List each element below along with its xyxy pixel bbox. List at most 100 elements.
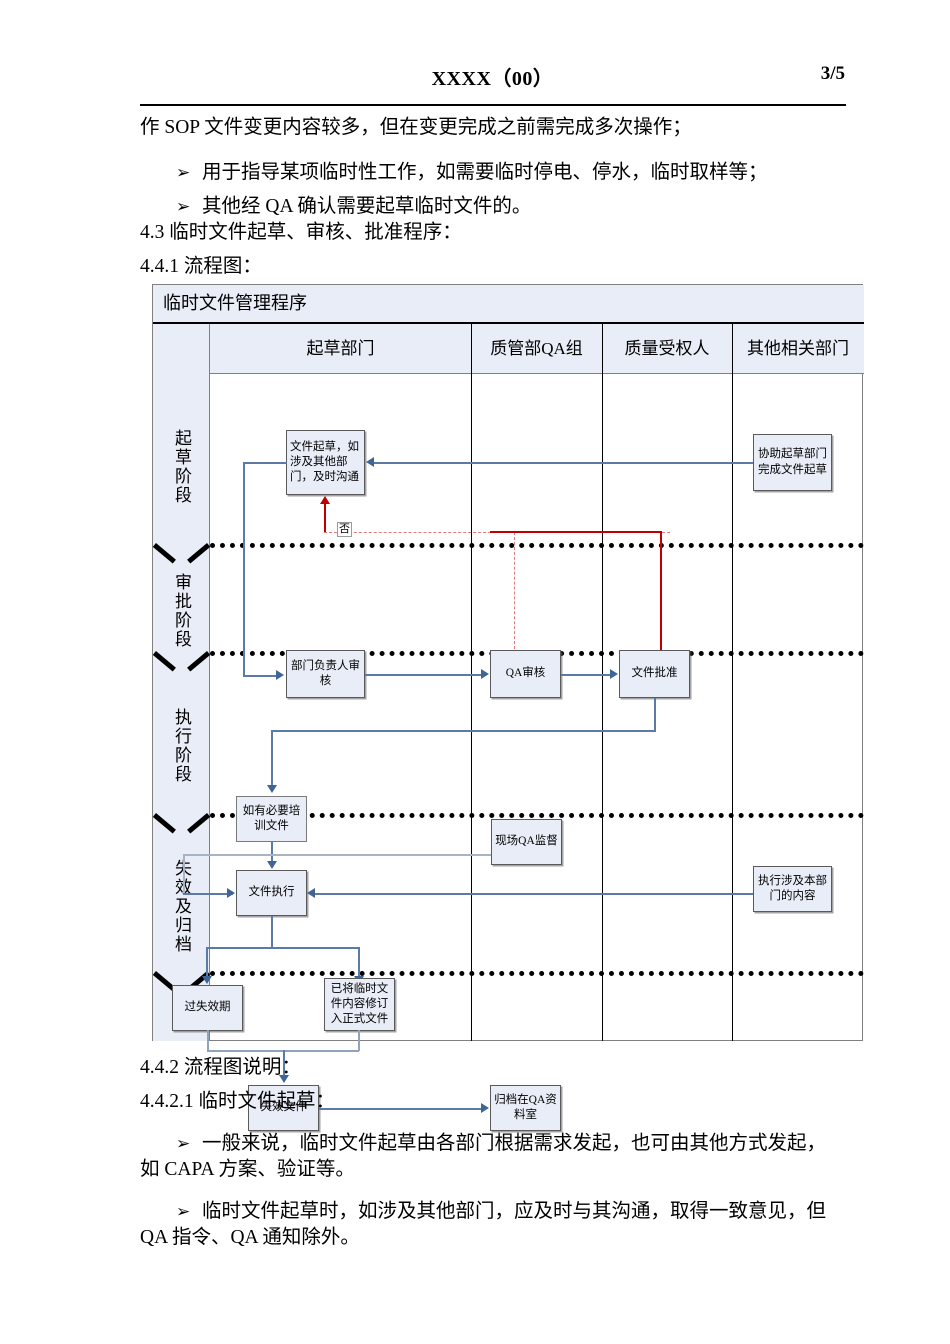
paragraph-continued: 作 SOP 文件变更内容较多，但在变更完成之前需完成多次操作； [140,117,692,138]
connector-merge-down [283,1050,285,1078]
arrowhead-right [610,669,618,679]
edge-label-reject: 否 [337,522,352,537]
connector-assist-to-draft [374,462,753,464]
node-training[interactable]: 如有必要培训文件 [236,796,307,842]
arrowhead-down [202,976,212,984]
header-divider [140,104,846,106]
connector-onsite-qa-vertical [183,854,185,894]
lane-separator-3 [210,813,864,818]
section-4-3-heading: 4.3 临时文件起草、审核、批准程序： [140,222,462,243]
section-4-4-1-heading: 4.4.1 流程图： [140,256,262,277]
column-header-drafting-dept: 起草部门 [306,339,375,358]
column-separator [732,324,733,374]
column-separator [602,324,603,374]
lane-label-column [153,324,210,1041]
node-archive-qa[interactable]: 归档在QA资料室 [490,1085,561,1131]
bullet-arrow-icon: ➢ [176,163,191,183]
bullet-item-3-text: 一般来说，临时文件起草由各部门根据需求发起，也可由其他方式发起， [202,1133,827,1154]
arrowhead-down [279,1075,289,1083]
reject-horizontal-approve [490,531,661,533]
lane-label-drafting-text: 起草阶段 [172,429,191,505]
page-number: 3/5 [820,63,845,84]
bullet-item-1: ➢ 用于指导某项临时性工作，如需要临时停电、停水，临时取样等； [176,155,768,184]
node-invalid-doc[interactable]: 失效文件 [248,1085,319,1131]
node-revised-into-formal[interactable]: 已将临时文件内容修订入正式文件 [324,978,395,1031]
lane-label-execution: 执行阶段 [153,680,210,812]
bullet-item-4-cont: QA 指令、QA 通知除外。 [140,1227,360,1248]
lane-label-archive-text: 失效及归档 [172,858,191,954]
node-qa-review[interactable]: QA审核 [490,650,561,698]
connector-draft-left-stub [243,462,287,464]
bullet-item-3-cont: 如 CAPA 方案、验证等。 [140,1159,355,1180]
connector-draft-down [243,462,245,676]
node-draft[interactable]: 文件起草，如涉及其他部门，及时沟通 [286,430,365,495]
lane-label-approval: 审批阶段 [153,572,210,650]
bullet-arrow-icon: ➢ [176,1202,191,1222]
connector-otherdept-to-execute [315,893,753,895]
bullet-item-1-text: 用于指导某项临时性工作，如需要临时停电、停水，临时取样等； [202,162,768,183]
connector-onsite-qa-horizontal [183,854,491,856]
connector-invalid-to-archive [319,1108,482,1110]
connector-into-execute-left [183,893,233,895]
node-expired[interactable]: 过失效期 [172,985,243,1031]
bullet-item-2-text: 其他经 QA 确认需要起草临时文件的。 [202,196,532,217]
node-assist-draft[interactable]: 协助起草部门完成文件起草 [753,434,832,491]
column-rule-2 [602,374,603,1041]
bullet-arrow-icon: ➢ [176,1134,191,1154]
connector-to-dept-review [243,675,277,677]
column-rule-3 [732,374,733,1041]
arrowhead-right [481,1103,489,1113]
arrowhead-up-reject [320,496,330,504]
connector-split-left [206,947,208,979]
arrowhead-left [366,457,374,467]
connector-approve-down [654,698,656,731]
bullet-item-4-text: 临时文件起草时，如涉及其他部门，应及时与其沟通，取得一致意见，但 [202,1201,827,1222]
reject-dashed-vertical-qa [514,532,515,649]
document-code: XXXX（00） [431,68,554,90]
connector-execute-down [271,916,273,948]
connector-down-to-training [271,730,273,788]
connector-revised-down [358,1030,360,1051]
connector-split-right [358,947,360,979]
connector-qa-to-approve [561,674,611,676]
connector-dept-to-qa [365,674,482,676]
column-header-qualified-person: 质量受权人 [624,339,710,358]
node-other-dept-exec[interactable]: 执行涉及本部门的内容 [753,866,832,912]
section-4-4-2-heading: 4.4.2 流程图说明： [140,1057,301,1078]
node-onsite-qa[interactable]: 现场QA监督 [491,819,562,865]
column-header-qa-group: 质管部QA组 [490,339,583,358]
connector-expired-down [207,1030,209,1051]
column-header-other-depts: 其他相关部门 [747,339,849,358]
section-4-4-2-1-heading: 4.4.2.1 临时文件起草： [140,1091,336,1112]
column-rule-1 [471,374,472,1041]
bullet-item-2: ➢ 其他经 QA 确认需要起草临时文件的。 [176,189,531,218]
bullet-arrow-icon: ➢ [176,197,191,217]
connector-approve-left [271,730,656,732]
flowchart-container: 临时文件管理程序 起草部门 质管部QA组 质量受权人 其他相关部门 [152,284,864,1041]
lane-label-approval-text: 审批阶段 [172,573,191,649]
arrowhead-right [276,670,284,680]
bullet-item-3: ➢ 一般来说，临时文件起草由各部门根据需求发起，也可由其他方式发起， [176,1126,826,1155]
reject-vertical-to-draft [324,504,326,533]
node-execute[interactable]: 文件执行 [236,870,307,916]
connector-training-to-execute [271,842,273,864]
flowchart-title: 临时文件管理程序 [153,285,864,324]
page-header: XXXX（00） 3/5 [140,62,845,96]
lane-separator-4 [210,971,864,976]
arrowhead-right [227,888,235,898]
bullet-item-4: ➢ 临时文件起草时，如涉及其他部门，应及时与其沟通，取得一致意见，但 [176,1194,826,1223]
column-header-row: 起草部门 质管部QA组 质量受权人 其他相关部门 [210,324,864,374]
flowchart-grid: 起草部门 质管部QA组 质量受权人 其他相关部门 起草阶段 [153,324,864,1041]
arrowhead-down [267,785,277,793]
arrowhead-left [307,888,315,898]
lane-label-drafting: 起草阶段 [153,392,210,542]
lane-label-execution-text: 执行阶段 [172,708,191,784]
column-separator [471,324,472,374]
reject-vertical-approve [660,531,662,650]
node-dept-review[interactable]: 部门负责人审核 [286,650,365,698]
arrowhead-right [481,669,489,679]
lane-label-archive: 失效及归档 [153,842,210,970]
lane-separator-1 [210,543,864,548]
node-doc-approve[interactable]: 文件批准 [619,650,690,698]
